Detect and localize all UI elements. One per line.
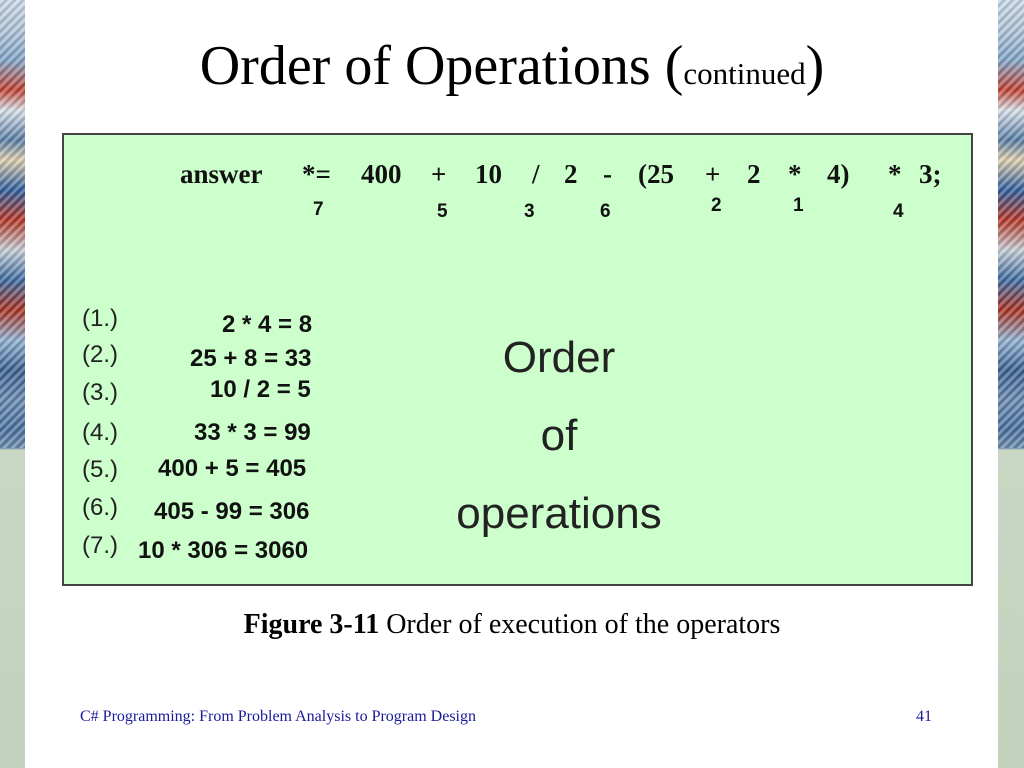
expr-token: 2 [564, 159, 578, 189]
slide-title: Order of Operations (continued) [199, 35, 825, 97]
expr-token-op: / [532, 159, 540, 189]
big-label-operations: operations [456, 489, 662, 538]
expr-token-op: + [431, 159, 447, 189]
footer-book-title: C# Programming: From Problem Analysis to… [80, 708, 476, 725]
order-number: 3 [524, 201, 535, 222]
expr-token: 400 [361, 159, 402, 189]
step-number: (3.) [82, 379, 118, 406]
step-number: (7.) [82, 532, 118, 559]
step-expression: 25 + 8 = 33 [190, 345, 312, 372]
order-number: 1 [793, 195, 804, 216]
step-number: (6.) [82, 494, 118, 521]
order-number: 5 [437, 201, 448, 222]
step-expression: 2 * 4 = 8 [222, 311, 313, 338]
order-number: 7 [313, 199, 324, 220]
step-number: (1.) [82, 305, 118, 332]
step-number: (2.) [82, 341, 118, 368]
step-expression: 33 * 3 = 99 [194, 419, 311, 446]
step-number: (5.) [82, 456, 118, 483]
step-expression: 10 / 2 = 5 [210, 376, 311, 403]
expr-token: (25 [638, 159, 674, 189]
figure-caption: Figure 3-11 Order of execution of the op… [243, 609, 781, 640]
footer-page-number: 41 [916, 708, 932, 725]
expr-token-op: *= [302, 159, 331, 189]
expr-token: 2 [747, 159, 761, 189]
expr-token: 10 [475, 159, 502, 189]
step-expression: 400 + 5 = 405 [158, 455, 307, 482]
order-number: 2 [711, 195, 722, 216]
big-label-order: Order [502, 333, 616, 382]
expr-token-op: - [603, 159, 612, 189]
expr-token-op: * [888, 159, 902, 189]
expr-token: 3; [919, 159, 942, 189]
expr-token-op: * [788, 159, 802, 189]
expr-token-op: + [705, 159, 721, 189]
big-label-of: of [540, 411, 578, 460]
step-expression: 10 * 306 = 3060 [138, 537, 309, 564]
order-number: 6 [600, 201, 611, 222]
step-expression: 405 - 99 = 306 [154, 498, 310, 525]
order-number: 4 [893, 201, 904, 222]
expr-token: 4) [827, 159, 850, 189]
step-number: (4.) [82, 419, 118, 446]
expr-token-answer: answer [180, 159, 263, 189]
left-decorative-strip [0, 0, 25, 768]
figure-panel: answer *= 400 + 10 / 2 - (25 + 2 * 4) * … [62, 133, 973, 586]
right-decorative-strip [998, 0, 1024, 768]
